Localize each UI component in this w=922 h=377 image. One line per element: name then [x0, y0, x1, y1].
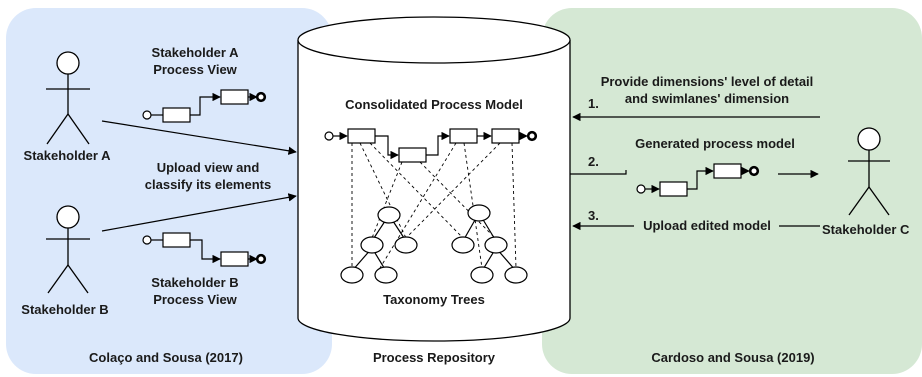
view-a-title-line1: Stakeholder A [152, 45, 240, 60]
process-view-b [142, 232, 267, 267]
step3-label: Upload edited model [643, 218, 771, 233]
step1-number: 1. [588, 96, 599, 111]
step2-label: Generated process model [635, 136, 795, 151]
generated-process-model [636, 163, 760, 197]
arrow-step2-out [570, 170, 627, 175]
stakeholder-a-figure [46, 51, 90, 145]
taxonomy-tree-right [451, 204, 528, 284]
stakeholder-b-figure [46, 205, 90, 294]
consolidated-process-model [324, 128, 538, 163]
step1-label-line2: and swimlanes' dimension [625, 91, 789, 106]
step2-number: 2. [588, 154, 599, 169]
repository-caption: Process Repository [373, 350, 496, 365]
process-repository-cylinder [297, 16, 571, 342]
view-a-title-line2: Process View [153, 62, 237, 77]
arrow-stakeholder-b-upload [101, 193, 297, 232]
upload-label-line2: classify its elements [145, 177, 271, 192]
stakeholder-c-label: Stakeholder C [822, 222, 910, 237]
upload-label-line1: Upload view and [157, 160, 260, 175]
arrow-stakeholder-a-upload [101, 120, 297, 155]
right-panel-caption: Cardoso and Sousa (2019) [651, 350, 814, 365]
step1-label-line1: Provide dimensions' level of detail [601, 74, 814, 89]
taxonomy-trees-title: Taxonomy Trees [383, 292, 485, 307]
view-b-title-line2: Process View [153, 292, 237, 307]
right-panel [542, 8, 922, 374]
step3-number: 3. [588, 208, 599, 223]
taxonomy-tree-left [340, 206, 418, 284]
view-b-title-line1: Stakeholder B [151, 275, 238, 290]
consolidated-model-title: Consolidated Process Model [345, 97, 523, 112]
stakeholder-a-label: Stakeholder A [24, 148, 112, 163]
process-view-a [142, 89, 267, 123]
stakeholder-b-label: Stakeholder B [21, 302, 108, 317]
stakeholder-c-figure [848, 127, 890, 216]
left-panel-caption: Colaço and Sousa (2017) [89, 350, 243, 365]
taxonomy-mapping-lines [351, 142, 517, 269]
